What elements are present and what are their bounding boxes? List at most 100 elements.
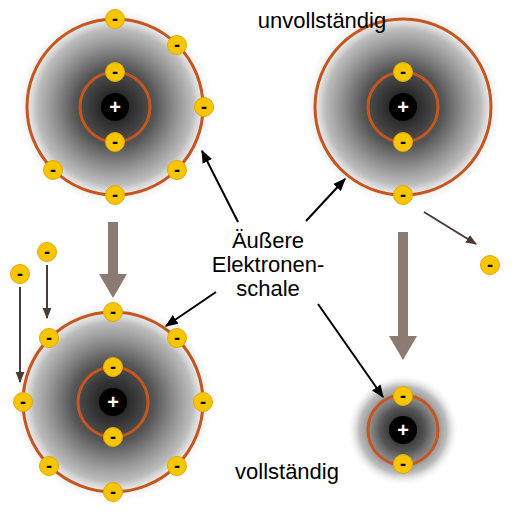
charge-minus: -	[110, 483, 116, 501]
electron: -	[105, 132, 125, 152]
charge-minus: -	[112, 186, 118, 204]
leader-arrow	[202, 151, 238, 222]
electron-disc	[11, 265, 30, 284]
electron-disc	[195, 98, 214, 117]
electron-disc	[14, 393, 33, 412]
nucleus-disc	[101, 93, 129, 121]
charge-minus: -	[400, 186, 406, 204]
electron-disc	[38, 243, 57, 262]
nucleus-disc	[389, 416, 417, 444]
electron: -	[167, 456, 187, 476]
electron-disc	[40, 457, 59, 476]
electron: -	[13, 392, 33, 412]
electron: -	[103, 427, 123, 447]
electron-disc	[394, 186, 413, 205]
electron-disc	[106, 133, 125, 152]
electron: -	[193, 392, 213, 412]
state-label: unvollständig	[258, 9, 386, 33]
inner-shell	[368, 72, 438, 142]
electron-disc	[168, 329, 187, 348]
charge-plus: +	[107, 392, 119, 412]
electron-disc	[168, 36, 187, 55]
charge-minus: -	[174, 36, 180, 54]
atom-glow	[347, 374, 459, 486]
charge-minus: -	[174, 161, 180, 179]
electron-disc	[104, 303, 123, 322]
charge-plus: +	[109, 97, 121, 117]
charge-minus: -	[174, 457, 180, 475]
electron-disc	[194, 393, 213, 412]
electron: -	[10, 264, 30, 284]
electron: -	[43, 160, 63, 180]
charge-minus: -	[110, 358, 116, 376]
electron: -	[167, 160, 187, 180]
charge-minus: -	[487, 256, 493, 274]
charge-minus: -	[17, 265, 23, 283]
electron-disc	[104, 358, 123, 377]
electron-disc	[106, 63, 125, 82]
charge-minus: -	[400, 133, 406, 151]
electron-disc	[481, 256, 500, 275]
electron: -	[480, 255, 500, 275]
electron: -	[103, 482, 123, 502]
electron: -	[393, 386, 413, 406]
outer-shell	[315, 19, 491, 195]
electron: -	[393, 62, 413, 82]
electron: -	[37, 242, 57, 262]
electron-path	[19, 287, 21, 382]
shell-label: Äußere Elektronen- schale	[212, 229, 325, 302]
electron: -	[167, 328, 187, 348]
charge-minus: -	[46, 329, 52, 347]
electron-disc	[394, 63, 413, 82]
transition-arrow	[99, 222, 127, 298]
electron: -	[167, 35, 187, 55]
electron-disc	[104, 428, 123, 447]
electron-disc	[44, 161, 63, 180]
charge-minus: -	[20, 393, 26, 411]
electron-disc	[104, 483, 123, 502]
electron-disc	[106, 10, 125, 29]
electron: -	[103, 357, 123, 377]
electron-disc	[106, 186, 125, 205]
transition-arrow	[389, 232, 417, 360]
electron-disc	[168, 457, 187, 476]
electron: -	[105, 9, 125, 29]
nucleus: +	[389, 416, 417, 444]
electron: -	[103, 302, 123, 322]
electron: -	[393, 132, 413, 152]
electron-disc	[40, 329, 59, 348]
charge-minus: -	[201, 98, 207, 116]
charge-minus: -	[46, 457, 52, 475]
electron: -	[194, 97, 214, 117]
electron: -	[105, 62, 125, 82]
charge-plus: +	[397, 97, 409, 117]
atom-glow	[11, 300, 215, 504]
inner-shell	[80, 72, 150, 142]
state-label: vollständig	[235, 460, 339, 484]
charge-minus: -	[112, 63, 118, 81]
atom-glow	[303, 7, 503, 207]
electron-disc	[168, 161, 187, 180]
charge-minus: -	[50, 161, 56, 179]
nucleus: +	[99, 388, 127, 416]
outer-shell	[27, 19, 203, 195]
charge-minus: -	[112, 10, 118, 28]
charge-minus: -	[400, 455, 406, 473]
charge-minus: -	[400, 387, 406, 405]
electron-path	[46, 265, 48, 318]
outer-shell	[23, 312, 203, 492]
electron: -	[105, 185, 125, 205]
charge-minus: -	[400, 63, 406, 81]
charge-minus: -	[112, 133, 118, 151]
charge-minus: -	[44, 243, 50, 261]
electron-disc	[394, 133, 413, 152]
atom-glow	[15, 7, 215, 207]
nucleus-disc	[99, 388, 127, 416]
nucleus-disc	[389, 93, 417, 121]
charge-minus: -	[110, 428, 116, 446]
inner-shell	[78, 367, 148, 437]
electron-disc	[394, 455, 413, 474]
charge-plus: +	[397, 420, 409, 440]
charge-minus: -	[110, 303, 116, 321]
